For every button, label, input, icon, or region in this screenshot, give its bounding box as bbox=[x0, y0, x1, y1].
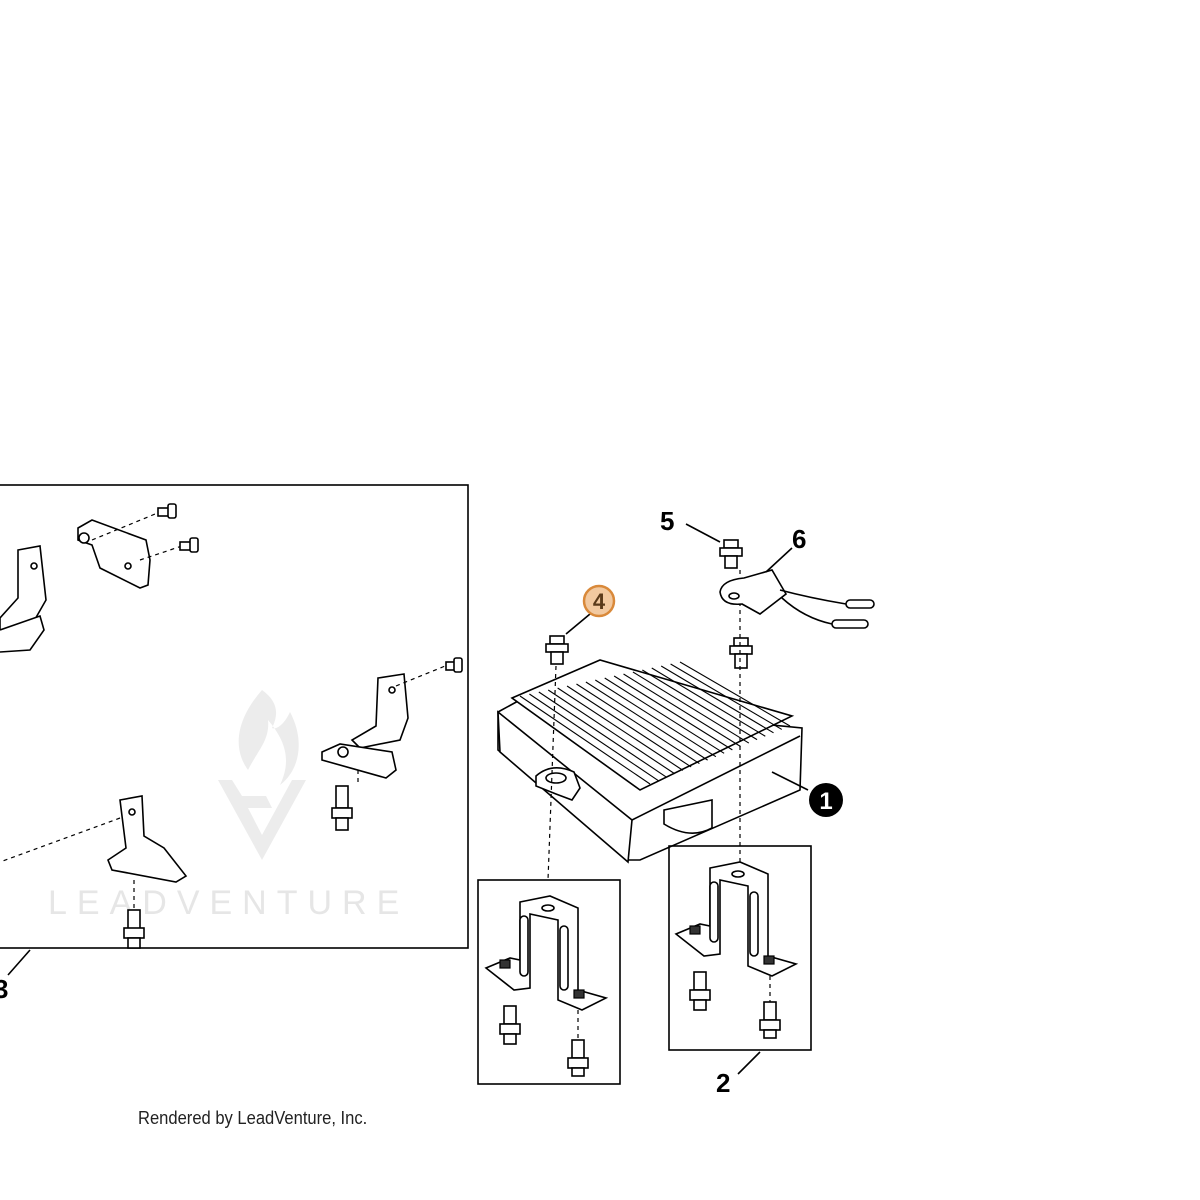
callout-4-badge bbox=[582, 584, 616, 618]
dashed-axis-left bbox=[547, 665, 557, 881]
callout-3[interactable]: 3 bbox=[0, 974, 8, 1004]
bolt-small-b bbox=[179, 537, 199, 553]
bracket-bolt-left-b bbox=[567, 1039, 589, 1077]
leader-3 bbox=[7, 949, 31, 976]
render-credit: Rendered by LeadVenture, Inc. bbox=[138, 1108, 368, 1128]
fin-line bbox=[660, 665, 774, 734]
bracket-kit-box-right bbox=[668, 845, 812, 1051]
lower-mount-bracket bbox=[0, 795, 188, 908]
bolt-small-a bbox=[157, 503, 177, 519]
fin-line bbox=[576, 683, 700, 764]
fin-line bbox=[594, 679, 717, 758]
fin-line bbox=[632, 671, 750, 744]
upper-mount-bracket bbox=[77, 511, 183, 589]
callout-6[interactable]: 6 bbox=[792, 524, 806, 554]
fin-line bbox=[642, 669, 758, 741]
fin-line bbox=[604, 677, 725, 754]
bolt-small-c bbox=[445, 657, 463, 673]
watermark-text: LEADVENTURE bbox=[48, 884, 409, 922]
regulator-bolt-left bbox=[545, 635, 569, 665]
side-bracket-right bbox=[321, 663, 451, 784]
callout-5[interactable]: 5 bbox=[660, 506, 674, 536]
u-bracket-right bbox=[674, 861, 799, 977]
ground-bolt-5 bbox=[719, 539, 743, 569]
regulator-bolt-right bbox=[729, 637, 753, 669]
fin-line bbox=[519, 695, 651, 785]
leader-5 bbox=[685, 523, 721, 543]
bolt-vertical-a bbox=[331, 785, 353, 831]
fin-line bbox=[566, 685, 692, 768]
leader-2 bbox=[737, 1051, 761, 1075]
wiring-harness-6 bbox=[719, 569, 875, 629]
bracket-bolt-left-a bbox=[499, 1005, 521, 1045]
fin-line bbox=[670, 663, 783, 730]
fin-line bbox=[623, 673, 741, 747]
fin-line bbox=[679, 661, 791, 727]
fin-line-group bbox=[519, 661, 791, 785]
leader-4 bbox=[565, 613, 591, 635]
callout-4[interactable]: 4 bbox=[593, 589, 606, 614]
bracket-bolt-right-b bbox=[759, 1001, 781, 1039]
fin-line bbox=[585, 681, 708, 761]
bracket-bolt-right-a bbox=[689, 971, 711, 1011]
assembly-3-frame bbox=[0, 484, 469, 949]
callout-1[interactable]: 1 bbox=[819, 788, 832, 815]
callout-2[interactable]: 2 bbox=[716, 1068, 730, 1098]
left-mount-bracket bbox=[0, 545, 47, 653]
leader-1 bbox=[771, 771, 809, 791]
fin-line bbox=[557, 687, 684, 771]
u-bracket-left bbox=[484, 895, 609, 1011]
bracket-kit-box-left bbox=[477, 879, 621, 1085]
callout-1-badge bbox=[809, 783, 843, 817]
fin-line bbox=[651, 667, 766, 737]
leader-6 bbox=[765, 547, 793, 573]
fin-line bbox=[529, 693, 659, 782]
watermark-logo-icon bbox=[218, 690, 306, 860]
fin-line bbox=[538, 691, 667, 778]
fin-line bbox=[613, 675, 733, 751]
fin-line bbox=[547, 689, 676, 775]
bolt-vertical-b bbox=[123, 909, 145, 949]
